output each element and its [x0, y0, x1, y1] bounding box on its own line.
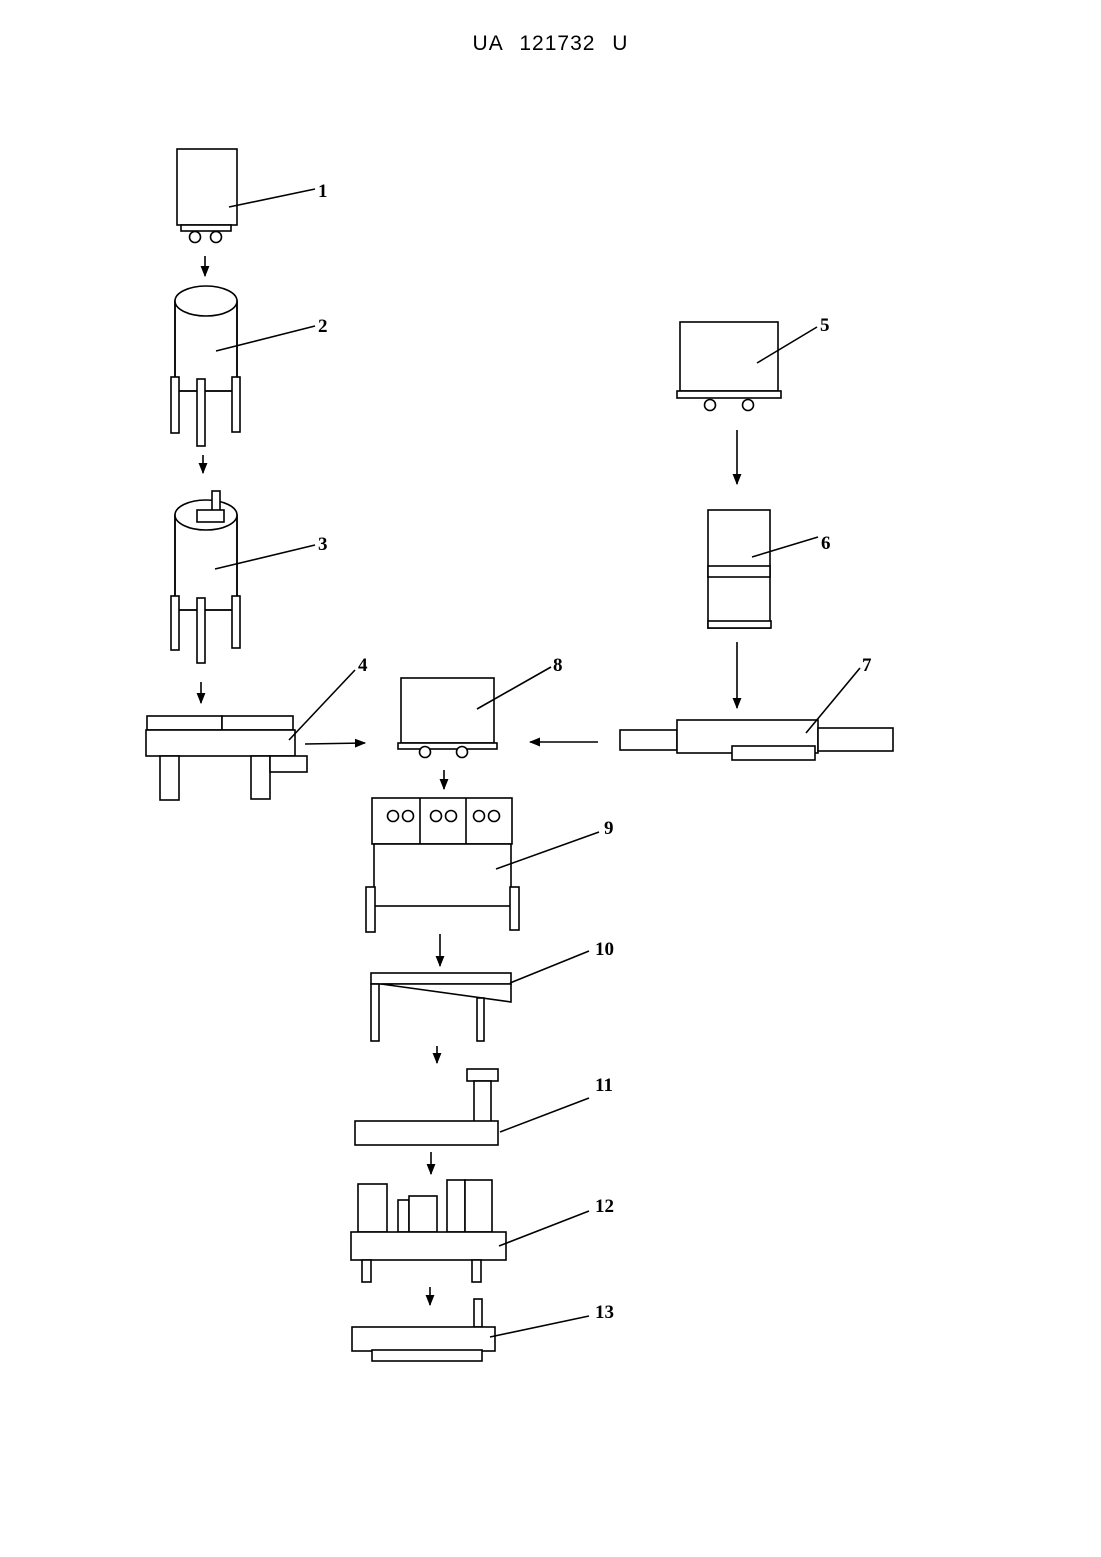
unit-10-table	[371, 973, 511, 1041]
unit-11-column	[355, 1069, 498, 1145]
unit-3-tank	[171, 491, 240, 663]
label-5: 5	[820, 315, 830, 336]
label-3: 3	[318, 534, 328, 555]
unit-9-press	[366, 798, 519, 932]
unit-13-tray	[352, 1299, 495, 1361]
unit-6-cabinet	[708, 510, 771, 628]
label-12: 12	[595, 1196, 614, 1217]
label-4: 4	[358, 655, 368, 676]
unit-8-cart	[398, 678, 497, 758]
label-8: 8	[553, 655, 563, 676]
unit-1-cart	[177, 149, 237, 243]
label-7: 7	[862, 655, 872, 676]
unit-2-tank	[171, 286, 240, 446]
label-9: 9	[604, 818, 614, 839]
label-10: 10	[595, 939, 614, 960]
label-6: 6	[821, 533, 831, 554]
unit-12-block	[351, 1180, 506, 1282]
label-2: 2	[318, 316, 328, 337]
label-1: 1	[318, 181, 328, 202]
label-13: 13	[595, 1302, 614, 1323]
unit-7-roller	[620, 720, 893, 760]
arrow-4-8	[305, 743, 365, 744]
unit-4-bench	[146, 716, 307, 800]
unit-5-cart	[677, 322, 781, 411]
label-11: 11	[595, 1075, 613, 1096]
